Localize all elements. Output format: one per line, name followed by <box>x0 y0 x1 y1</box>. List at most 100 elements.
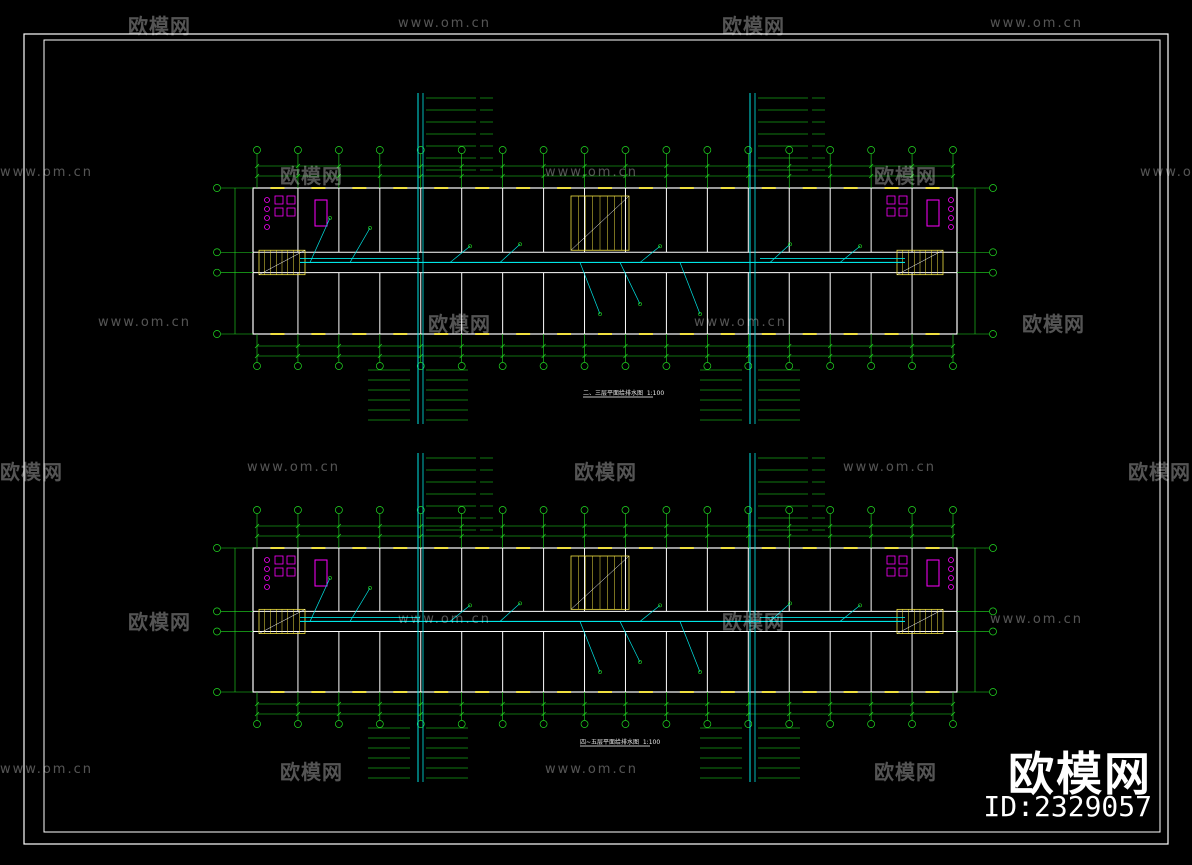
watermark-url: www.om.cn <box>0 762 93 777</box>
upper-plan-axis-bubble <box>213 248 221 257</box>
lower-plan-axis-bubble <box>989 627 997 636</box>
upper-plan-pipe-branch <box>499 243 521 263</box>
lower-plan-pipe-branch <box>349 587 371 622</box>
lower-plan-dimension-tick <box>459 533 464 539</box>
upper-plan-axis-bubble <box>335 362 343 370</box>
upper-plan-axis-bubble <box>826 146 835 154</box>
lower-plan-dimension-tick <box>377 523 383 529</box>
lower-plan-axis-bubble <box>457 720 466 728</box>
upper-plan-dimension-tick <box>541 163 546 169</box>
lower-plan-dimension-tick <box>377 701 383 707</box>
upper-plan-dimension-tick <box>623 173 628 179</box>
upper-plan-pipe-branch <box>839 245 861 263</box>
lower-plan-dimension-tick <box>459 701 464 707</box>
upper-plan-axis-bubble <box>294 146 302 154</box>
upper-plan-dimension-tick <box>705 343 710 349</box>
lower-plan-pipe-node <box>698 670 702 674</box>
watermark-brand: 欧模网 <box>428 312 491 336</box>
lower-plan-dimension-tick <box>500 523 505 529</box>
lower-plan-axis-bubble <box>908 506 916 514</box>
lower-plan-dimension-tick <box>623 523 628 529</box>
lower-plan-axis-bubble <box>416 506 425 514</box>
lower-plan-sink <box>264 566 270 572</box>
lower-plan-axis-bubble <box>989 544 997 552</box>
sheet-outer-frame <box>23 33 1169 845</box>
upper-plan-dimension-tick <box>868 353 874 359</box>
upper-plan-dimension-tick <box>705 353 710 359</box>
upper-plan-dimension-tick <box>582 343 587 349</box>
lower-plan-axis-bubble <box>744 720 753 728</box>
lower-plan-dimension-tick <box>623 533 628 539</box>
lower-plan-toilet-fixture <box>886 555 896 565</box>
watermark-url: www.om.cn <box>0 165 93 180</box>
lower-plan-axis-bubble <box>416 720 425 728</box>
sheet-inner-frame <box>43 39 1161 833</box>
lower-plan-dimension-tick <box>664 523 669 529</box>
upper-plan-dimension-tick <box>623 353 628 359</box>
upper-plan-outer-wall <box>252 187 958 335</box>
lower-plan-pipe-node <box>598 670 602 674</box>
upper-plan-dimension-tick <box>418 343 423 349</box>
upper-plan-axis-bubble <box>785 362 794 370</box>
upper-plan-dimension-tick <box>459 163 464 169</box>
upper-plan-pipe-node <box>638 302 642 306</box>
upper-plan-dimension-tick <box>582 163 587 169</box>
upper-plan-dimension-tick <box>295 343 301 349</box>
lower-plan-pipe-branch <box>619 621 641 663</box>
upper-plan-dimension-tick <box>950 343 956 349</box>
upper-plan-dimension-tick <box>664 173 669 179</box>
watermark-url: www.om.cn <box>398 612 491 627</box>
upper-plan-dimension-tick <box>950 173 956 179</box>
plan-title-upper-text: 二、三层平面给排水图 <box>583 390 644 397</box>
upper-plan-dimension-tick <box>295 163 301 169</box>
upper-plan-dimension-tick <box>336 163 342 169</box>
upper-plan-dimension-tick <box>582 353 587 359</box>
watermark-brand-large: 欧模网 <box>1008 747 1152 801</box>
upper-plan-axis-bubble <box>949 146 957 154</box>
upper-plan-pipe-branch <box>309 217 331 263</box>
upper-plan-dimension-tick <box>787 353 792 359</box>
lower-plan-dimension-tick <box>827 701 833 707</box>
lower-plan-axis-bubble <box>457 506 466 514</box>
upper-plan-dimension-tick <box>909 343 915 349</box>
lower-plan-dimension-tick <box>582 533 587 539</box>
lower-plan-axis-bubble <box>253 506 261 514</box>
upper-plan-stair-arrow <box>258 250 306 275</box>
upper-plan-pipe-node <box>658 244 662 249</box>
lower-plan-dimension-tick <box>623 701 628 707</box>
upper-plan-toilet-fixture <box>898 207 908 217</box>
upper-plan-axis-bubble <box>785 146 794 154</box>
upper-plan-dimension-tick <box>500 343 505 349</box>
lower-plan-sink <box>948 575 954 581</box>
upper-plan-pipe-node <box>788 242 792 247</box>
upper-plan-pipe-branch <box>579 262 601 315</box>
lower-plan-pipe-branch <box>769 603 791 622</box>
lower-plan-axis-bubble <box>744 506 753 514</box>
lower-plan-dimension-tick <box>705 533 710 539</box>
lower-plan-dimension-tick <box>418 533 423 539</box>
lower-plan-dimension-tick <box>336 533 342 539</box>
upper-plan-dimension-tick <box>787 343 792 349</box>
lower-plan-dimension-tick <box>705 523 710 529</box>
lower-plan-dimension-tick <box>418 701 423 707</box>
upper-plan-dimension-tick <box>950 353 956 359</box>
upper-plan-dimension-tick <box>705 163 710 169</box>
upper-plan-axis-bubble <box>949 362 957 370</box>
lower-plan-dimension-tick <box>868 533 874 539</box>
lower-plan-axis-bubble <box>621 720 630 728</box>
upper-plan-dimension-tick <box>377 163 383 169</box>
upper-plan-fixture-cabinet <box>926 199 940 227</box>
lower-plan-axis-bubble <box>785 506 794 514</box>
upper-plan-dimension-tick <box>827 353 833 359</box>
lower-plan-toilet-fixture <box>286 555 296 565</box>
upper-plan-pipe-branch <box>679 262 701 315</box>
lower-plan-axis-bubble <box>949 506 957 514</box>
lower-plan-dimension-tick <box>582 523 587 529</box>
lower-plan-axis-bubble <box>294 506 302 514</box>
upper-plan-dimension-tick <box>418 353 423 359</box>
lower-plan-dimension-tick <box>295 701 301 707</box>
lower-plan-dimension-tick <box>950 701 956 707</box>
upper-plan-dimension-tick <box>254 353 260 359</box>
lower-plan-axis-bubble <box>662 720 671 728</box>
lower-plan-dimension-tick <box>254 523 260 529</box>
